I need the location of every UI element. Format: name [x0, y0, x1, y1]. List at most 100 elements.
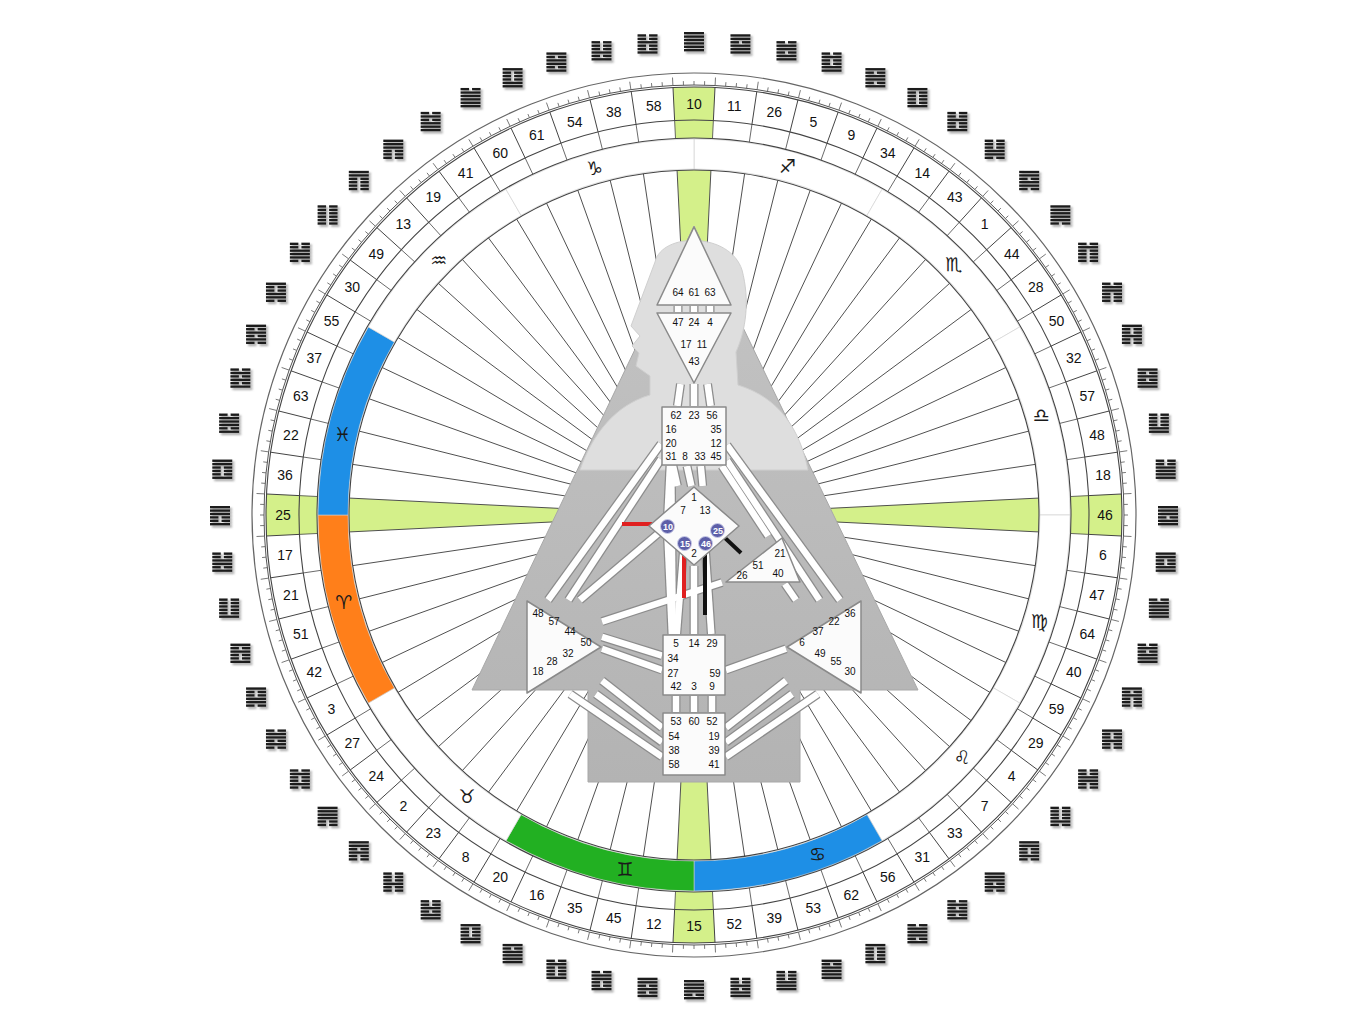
hexagram-line	[1149, 615, 1169, 617]
hexagram-line	[224, 470, 233, 472]
hexagram-symbol	[421, 112, 441, 131]
tick	[263, 461, 267, 462]
hexagram-line	[1158, 506, 1178, 508]
cell-divider	[511, 872, 525, 902]
tick	[1124, 515, 1128, 516]
tick	[715, 944, 716, 952]
hexagram-symbol	[1122, 325, 1142, 344]
tick	[568, 926, 569, 930]
tick	[1013, 804, 1019, 809]
hexagram-line	[1019, 171, 1039, 173]
tick	[311, 310, 315, 312]
cell-divider	[299, 533, 317, 535]
hexagram-symbol	[947, 900, 967, 919]
hexagram-line	[546, 973, 555, 975]
hexagram-line	[603, 971, 612, 973]
gate-number: 14	[688, 639, 699, 649]
tick	[268, 598, 272, 600]
gate-number: 64	[672, 288, 683, 298]
hexagram-line	[822, 59, 831, 61]
tick	[1116, 598, 1120, 600]
hexagram-line	[985, 886, 1005, 888]
hexagram-line	[1133, 704, 1142, 706]
hexagram-line	[822, 970, 842, 972]
tick	[269, 409, 277, 411]
tick	[1105, 389, 1109, 390]
gate-number: 31	[665, 452, 676, 462]
tick	[1020, 796, 1023, 799]
hexagram-line	[1090, 769, 1099, 771]
hexagram-line	[395, 889, 404, 891]
tick	[282, 367, 290, 370]
channel	[707, 384, 710, 406]
gate-number: 58	[646, 99, 662, 113]
hexagram-line	[219, 609, 228, 611]
hexagram-symbol	[266, 283, 286, 302]
cell-divider	[1066, 648, 1097, 659]
tick	[444, 160, 446, 163]
channel-outline	[690, 566, 699, 634]
tick	[887, 127, 889, 131]
zodiac-sign: ♓	[334, 424, 351, 443]
tick	[262, 557, 266, 558]
tick	[757, 82, 758, 90]
hexagram-line	[212, 559, 232, 561]
hexagram-line	[1158, 516, 1167, 518]
hexagram-line	[592, 978, 612, 980]
tick	[316, 301, 319, 303]
hexagram-line	[219, 420, 239, 422]
hexagram-line	[266, 733, 286, 735]
hexagram-line	[301, 260, 310, 262]
hexagram-line	[1078, 786, 1087, 788]
hexagram-line	[1122, 698, 1131, 700]
cell-divider	[636, 124, 639, 142]
cell-divider	[786, 132, 790, 149]
tick	[1114, 609, 1118, 611]
cell-divider	[327, 718, 355, 735]
gate-number: 22	[828, 617, 839, 627]
hexagram-line	[1149, 612, 1169, 614]
hexagram-line	[649, 991, 658, 993]
hexagram-line	[1019, 848, 1028, 850]
hexagram-line	[421, 904, 430, 906]
hexagram-line	[503, 71, 512, 73]
gate-number: 44	[564, 627, 575, 637]
channel	[602, 681, 662, 728]
hexagram-line	[788, 971, 797, 973]
tick	[282, 379, 286, 380]
tick	[260, 525, 264, 526]
spoke	[382, 367, 603, 472]
cell-divider	[355, 312, 370, 321]
gate-number: 20	[492, 870, 508, 884]
tick	[683, 945, 684, 949]
cell-divider	[712, 120, 714, 138]
tick	[849, 916, 850, 920]
tick	[444, 867, 446, 870]
hexagram-line	[432, 910, 441, 912]
hexagram-line	[546, 977, 566, 979]
gate-number: 12	[646, 917, 662, 931]
tick	[788, 935, 790, 939]
hexagram-line	[919, 91, 928, 93]
wheel	[210, 32, 1178, 999]
tick	[1114, 419, 1118, 421]
hexagram-line	[242, 657, 251, 659]
hexagram-line	[865, 951, 874, 953]
gate-number: 26	[736, 571, 747, 581]
hexagram-line	[1102, 736, 1111, 738]
hexagram-symbol	[638, 34, 658, 53]
hexagram-line	[877, 71, 886, 73]
hexagram-line	[1102, 296, 1111, 298]
hexagram-line	[996, 146, 1005, 148]
highlight-cell	[1089, 494, 1122, 536]
cell-divider	[327, 295, 355, 312]
tick	[839, 103, 842, 111]
hexagram-line	[684, 35, 704, 37]
tick	[261, 451, 269, 452]
ring-line	[349, 170, 1039, 860]
gate-number: 46	[701, 540, 711, 549]
hexagram-line	[246, 335, 255, 337]
highlight-wedge	[1071, 496, 1089, 535]
tick	[419, 180, 422, 183]
tick	[715, 78, 716, 86]
